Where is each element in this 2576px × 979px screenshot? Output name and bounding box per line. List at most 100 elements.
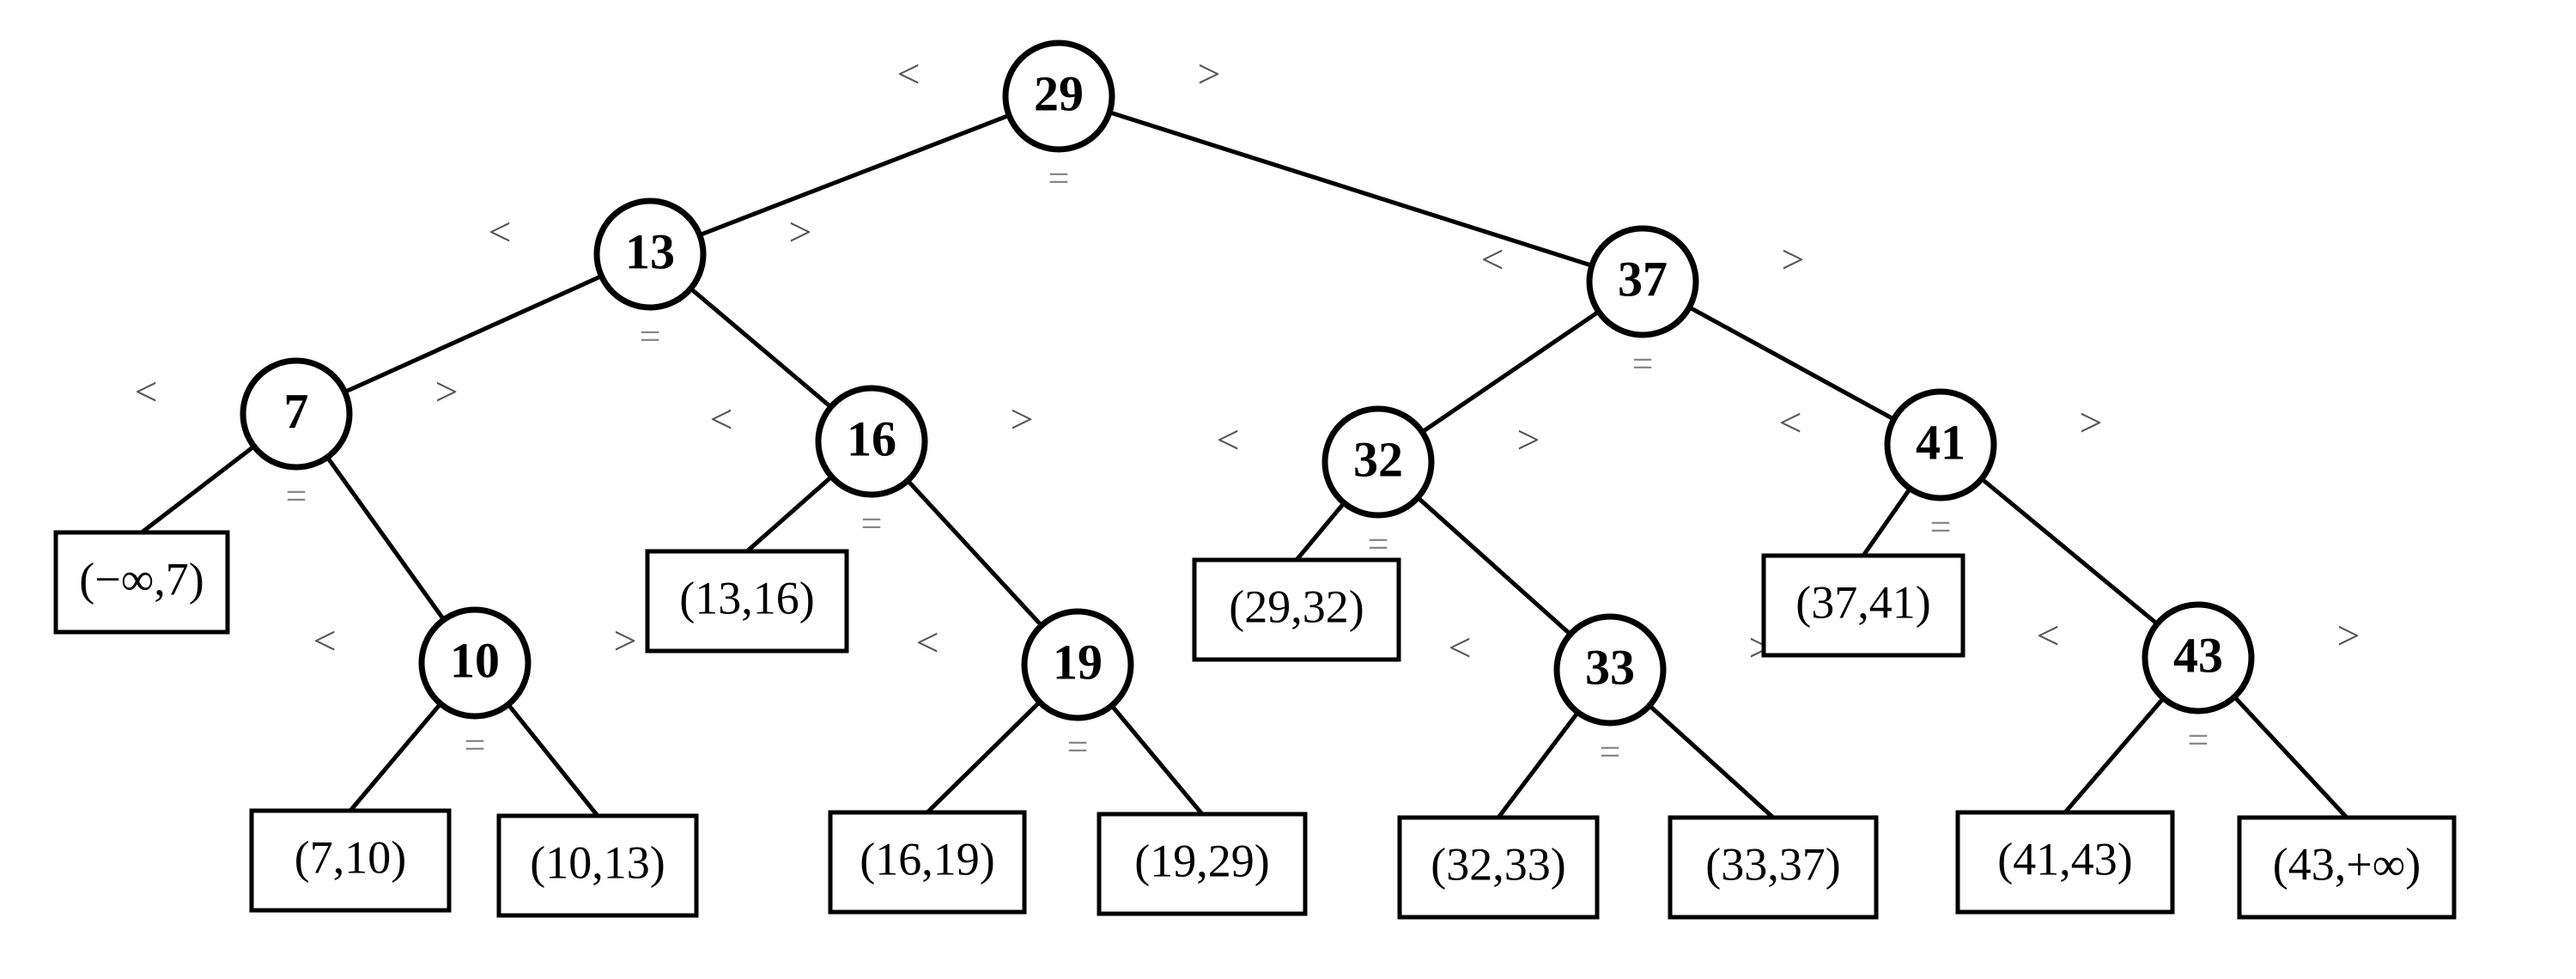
leaf-box (53, 530, 230, 635)
leaf-interval-l6: (29,32) (1192, 557, 1401, 662)
node-key-label: 43 (2173, 627, 2223, 683)
tree-node-37: 37 (1586, 225, 1699, 338)
leaf-box (2237, 815, 2457, 920)
leaf-box (1397, 815, 1600, 920)
comparison-marks-layer: <>=<>=<>=<>=<>=<>=<>=<>=<>=<>=<>= (134, 52, 2360, 773)
less-than-mark: < (1448, 625, 1471, 671)
edge-n37-n41 (1688, 305, 1895, 422)
node-key-label: 29 (1034, 65, 1084, 121)
less-than-mark: < (709, 397, 732, 442)
leaf-label: (13,16) (679, 572, 814, 623)
leaf-box (828, 810, 1027, 915)
greater-than-mark: > (2336, 613, 2360, 659)
tree-node-13: 13 (593, 198, 707, 311)
edge-n13-n7 (343, 274, 603, 394)
less-than-mark: < (1216, 417, 1239, 463)
leaf-label: (19,29) (1134, 835, 1269, 886)
leaf-label: (37,41) (1795, 576, 1930, 628)
equal-mark: = (1600, 731, 1621, 773)
node-circle (1321, 405, 1435, 519)
greater-than-mark: > (613, 618, 636, 664)
equal-mark: = (2188, 719, 2209, 761)
edge-n29-n37 (1109, 110, 1593, 268)
leaf-label: (43,+∞) (2273, 838, 2421, 890)
greater-than-mark: > (2079, 400, 2102, 446)
edge-n7-n10 (325, 455, 446, 622)
leaf-box (1097, 812, 1308, 916)
node-circle (2142, 601, 2255, 714)
leaf-label: (−∞,7) (79, 553, 204, 605)
leaf-box (249, 808, 452, 913)
less-than-mark: < (1480, 237, 1504, 283)
edge-n33-l7 (1497, 710, 1580, 819)
greater-than-mark: > (1197, 52, 1220, 97)
leaf-box (1192, 557, 1401, 662)
node-circle (1021, 608, 1134, 721)
node-key-label: 37 (1618, 251, 1668, 307)
leaf-label: (7,10) (295, 831, 406, 883)
node-circle (418, 606, 532, 720)
edge-n41-n43 (1980, 477, 2159, 626)
equal-mark: = (286, 475, 307, 517)
equal-mark: = (1930, 506, 1952, 548)
node-key-label: 19 (1053, 634, 1103, 690)
node-circle (240, 357, 353, 471)
node-key-label: 10 (450, 632, 500, 688)
edge-n19-l4 (926, 700, 1042, 814)
tree-node-29: 29 (1002, 40, 1115, 153)
tree-node-7: 7 (240, 357, 353, 471)
tree-node-33: 33 (1553, 613, 1667, 727)
leaf-interval-l7: (32,33) (1397, 815, 1600, 920)
leaf-interval-l11: (43,+∞) (2237, 815, 2457, 920)
less-than-mark: < (313, 618, 336, 664)
tree-node-10: 10 (418, 606, 532, 720)
edges-layer (140, 110, 2348, 819)
leaf-box (1668, 815, 1879, 920)
leaf-interval-l2: (10,13) (496, 813, 699, 918)
node-circle (1553, 613, 1667, 727)
less-than-mark: < (915, 620, 939, 666)
equal-mark: = (861, 502, 883, 544)
node-circle (1586, 225, 1699, 338)
tree-node-41: 41 (1884, 388, 1997, 502)
node-key-label: 33 (1585, 639, 1635, 695)
node-circle (593, 198, 707, 311)
equal-mark: = (1067, 726, 1089, 768)
edge-n10-l2 (506, 702, 599, 818)
leaf-label: (33,37) (1705, 838, 1840, 890)
edge-n16-l3 (745, 475, 834, 553)
edge-n32-n33 (1416, 496, 1572, 636)
leaf-interval-l3: (13,16) (645, 549, 849, 654)
edge-n32-l6 (1295, 502, 1346, 562)
less-than-mark: < (134, 369, 157, 415)
leaf-box (645, 549, 849, 654)
edge-n29-n13 (698, 113, 1011, 237)
edge-n41-l9 (1861, 487, 1912, 557)
less-than-mark: < (488, 210, 511, 255)
edge-n16-n19 (906, 478, 1043, 628)
tree-node-32: 32 (1321, 405, 1435, 519)
equal-mark: = (465, 724, 486, 766)
nodes-layer: (−∞,7) (7,10) (10,13) 10 7 (13,16) (16,19) (19,… (53, 40, 2457, 920)
edge-n43-l11 (2233, 695, 2348, 819)
node-circle (815, 385, 928, 498)
edge-n10-l1 (349, 702, 442, 812)
edge-n33-l8 (1648, 703, 1775, 819)
tree-node-16: 16 (815, 385, 928, 498)
greater-than-mark: > (788, 210, 811, 255)
less-than-mark: < (2036, 613, 2059, 659)
leaf-interval-l4: (16,19) (828, 810, 1027, 915)
leaf-interval-l0: (−∞,7) (53, 530, 230, 635)
leaf-interval-l8: (33,37) (1668, 815, 1879, 920)
leaf-label: (29,32) (1229, 581, 1364, 632)
edge-n19-l5 (1109, 704, 1204, 816)
edge-n13-n16 (689, 287, 833, 409)
greater-than-mark: > (1010, 397, 1033, 442)
node-key-label: 32 (1353, 431, 1403, 487)
greater-than-mark: > (434, 369, 458, 415)
equal-mark: = (640, 315, 661, 357)
leaf-label: (41,43) (1997, 833, 2132, 885)
greater-than-mark: > (1781, 237, 1804, 283)
node-key-label: 7 (284, 383, 309, 439)
